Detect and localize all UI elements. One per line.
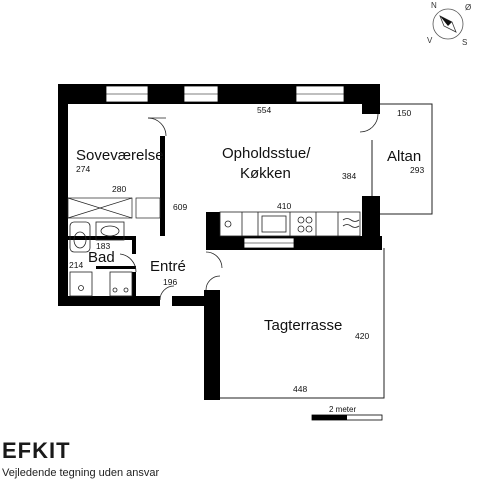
- dim-terrace-depth: 420: [355, 331, 369, 341]
- dim-balcony-width: 150: [397, 108, 411, 118]
- dim-living-depth: 384: [342, 171, 356, 181]
- dim-balcony-depth: 293: [410, 165, 424, 175]
- compass-east: Ø: [465, 3, 471, 12]
- bath-fixtures: [69, 221, 133, 297]
- room-bath: Bad: [88, 249, 115, 266]
- stove-icon: [297, 216, 305, 224]
- toilet-icon: [69, 221, 91, 253]
- door-terrace-2: [205, 275, 221, 291]
- wall-bedroom-right: [160, 136, 165, 236]
- doors: [119, 113, 379, 301]
- room-balcony: Altan: [387, 148, 421, 165]
- scale-bar-label: 2 meter: [329, 405, 356, 414]
- door-bath: [119, 253, 137, 273]
- wall-bottom-right: [172, 296, 220, 306]
- room-bedroom: Soveværelse: [76, 147, 164, 164]
- compass-ring: [432, 8, 464, 40]
- wall-bottom-left: [58, 296, 160, 306]
- fridge-icon: [342, 218, 360, 228]
- compass-west: V: [427, 36, 433, 45]
- dim-bedroom-depth: 274: [76, 164, 90, 174]
- shower-icon: [69, 271, 93, 297]
- washer-icon: [109, 271, 133, 297]
- fan-icon: [224, 220, 232, 228]
- room-terrace: Tagterrasse: [264, 317, 342, 334]
- kitchen-counter: [219, 211, 361, 237]
- brand-logo: EFKIT: [2, 438, 71, 463]
- disclaimer: Vejledende tegning uden ansvar: [2, 467, 160, 479]
- wall-kitchen-left: [206, 212, 220, 236]
- balcony-outline: [380, 103, 433, 215]
- wall-left: [58, 84, 68, 306]
- compass-north: N: [431, 1, 437, 10]
- door-terrace: [205, 251, 223, 269]
- wall-bath-mid: [96, 266, 136, 269]
- door-balcony: [359, 113, 379, 133]
- wall-right-lower: [362, 196, 380, 248]
- dim-top-width: 554: [257, 105, 271, 115]
- compass-south: S: [462, 38, 467, 47]
- wall-bath-top: [58, 236, 136, 240]
- wall-bath-right-lower: [132, 272, 136, 300]
- door-bedroom: [147, 117, 167, 137]
- dim-bath-depth: 214: [69, 260, 83, 270]
- compass-needle-icon: [440, 16, 452, 26]
- dim-bath-width: 183: [96, 241, 110, 251]
- dim-bedroom-width: 280: [112, 184, 126, 194]
- closet: [67, 197, 161, 219]
- sink-icon: [95, 221, 125, 241]
- dim-terrace-width: 448: [293, 384, 307, 394]
- room-living-line1: Opholdsstue/: [222, 145, 311, 162]
- wall-right-upper: [362, 84, 380, 114]
- scale-bar: 2 meter: [311, 405, 383, 421]
- dim-total-depth: 609: [173, 202, 187, 212]
- terrace-outline: [220, 248, 385, 399]
- dim-kitchen-width: 410: [277, 201, 291, 211]
- wall-bath-right: [132, 236, 136, 254]
- room-hall: Entré: [150, 258, 186, 275]
- window-mullions: [106, 93, 344, 244]
- dim-hall-width: 196: [163, 277, 177, 287]
- room-living-line2: Køkken: [240, 165, 291, 182]
- kitchen-sink-icon: [261, 215, 287, 233]
- thin-outlines: [220, 103, 433, 399]
- compass: N Ø S V: [427, 1, 471, 47]
- door-entrance: [159, 285, 175, 301]
- wall-terrace-left: [204, 290, 220, 400]
